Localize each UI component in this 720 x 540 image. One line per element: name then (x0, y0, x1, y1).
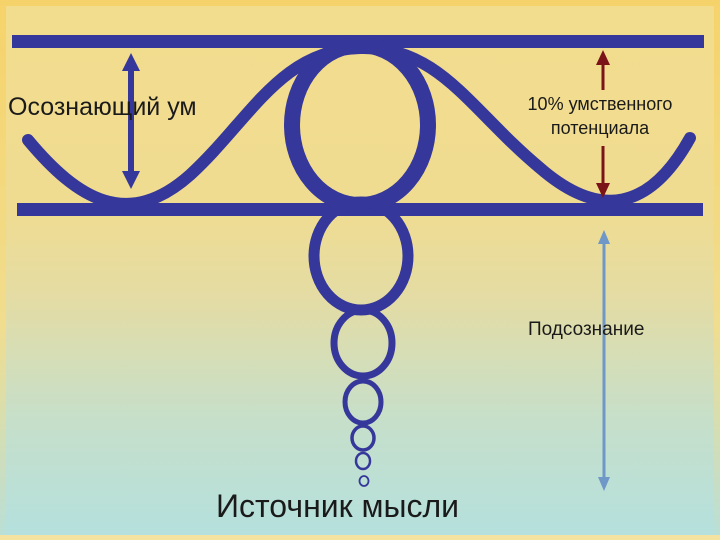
thought-bubble-6 (354, 451, 372, 471)
thought-bubble-7 (358, 475, 370, 487)
subconscious-label: Подсознание (528, 319, 645, 340)
thought-bubble-1 (284, 37, 436, 213)
thought-bubble-3 (330, 306, 396, 380)
frame-bottom-border (0, 535, 720, 540)
thought-bubble-4 (342, 378, 384, 426)
thought-source-label: Источник мысли (216, 488, 460, 524)
mental-potential-label: 10% умственного потенциала (505, 92, 695, 140)
frame-top-border (0, 0, 720, 6)
frame-right-border (714, 0, 720, 540)
thought-bubble-5 (350, 424, 376, 452)
mental-potential-line1: 10% умственного (527, 94, 673, 114)
conscious-mind-label: Осознающий ум (8, 93, 197, 121)
thought-bubble-2 (308, 196, 414, 316)
potential-arrow-up-head (596, 50, 610, 65)
potential-arrow-down-head (596, 183, 610, 198)
mental-potential-line2: потенциала (550, 118, 650, 138)
frame-left-border (0, 0, 6, 540)
subconscious-arrow-top-head (598, 230, 610, 244)
subconscious-arrow-bottom-head (598, 477, 610, 491)
